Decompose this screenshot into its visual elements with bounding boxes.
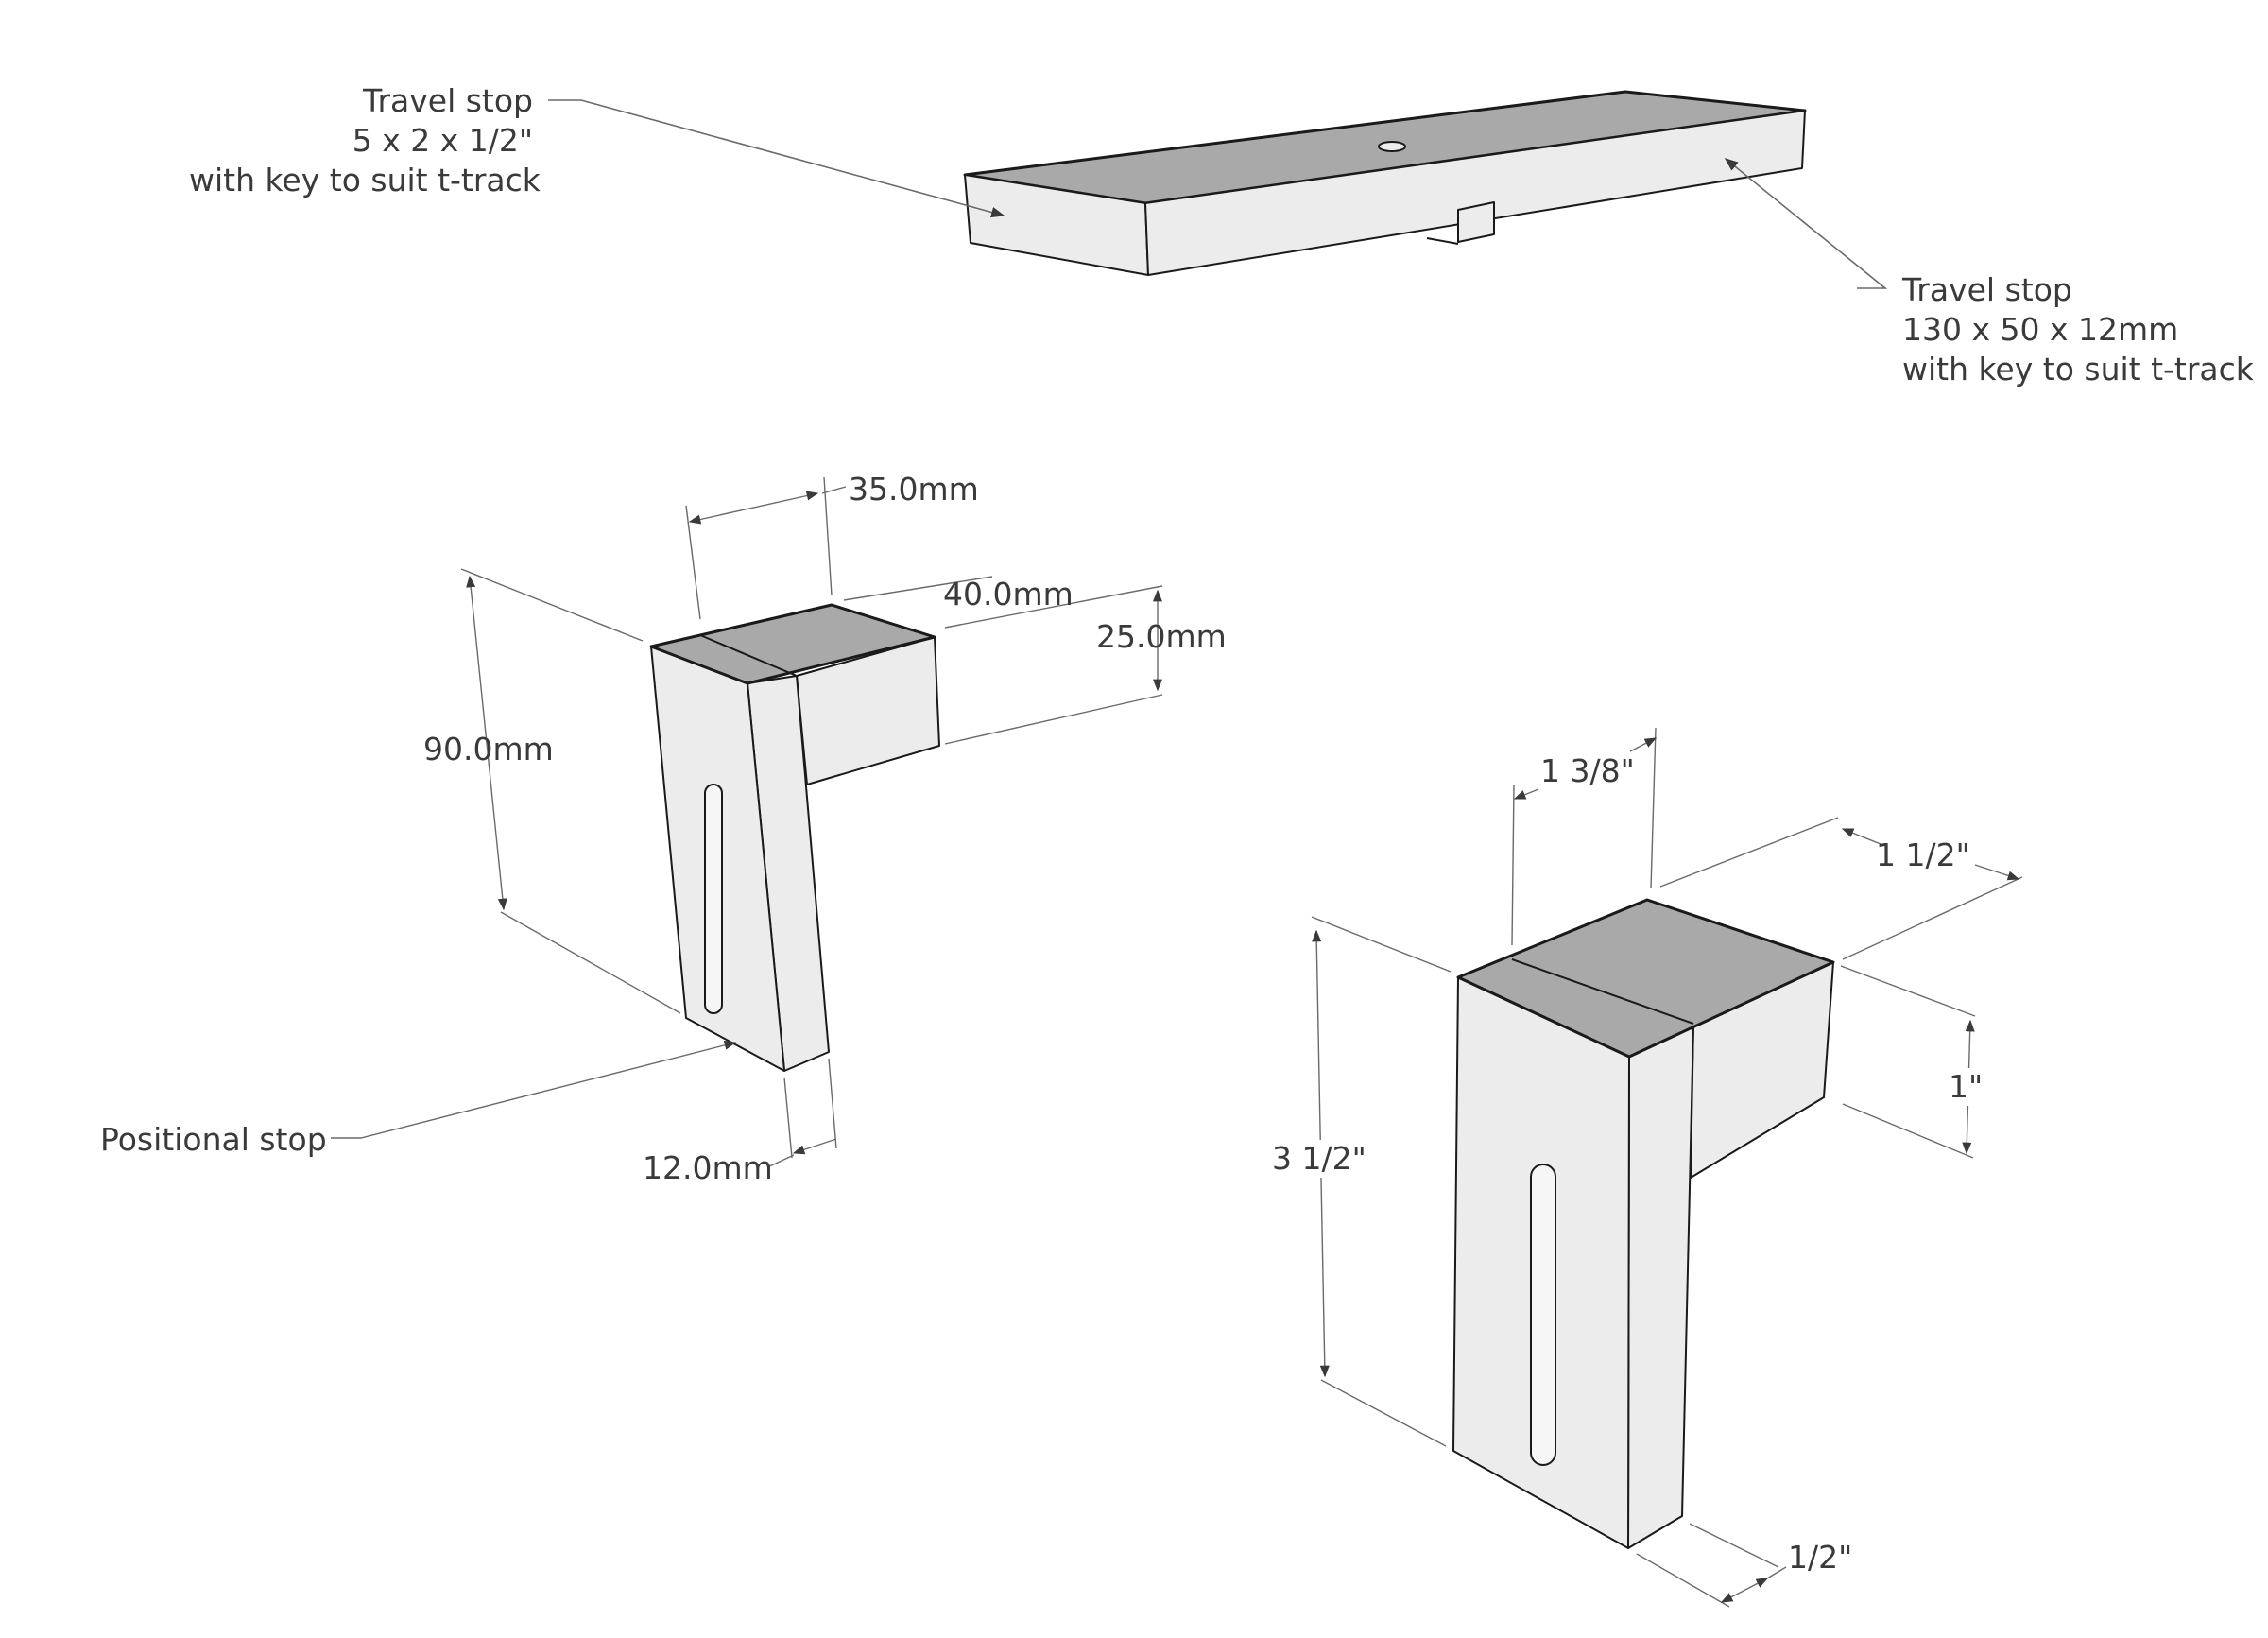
upright-side-face <box>1627 1023 1694 1549</box>
callout-travel-stop-imperial: Travel stop 5 x 2 x 1/2" with key to sui… <box>189 81 541 200</box>
dim-imperial-arm-height: 1" <box>1949 1068 1984 1106</box>
callout-title: Travel stop <box>1902 271 2072 308</box>
dim-imperial-height: 3 1/2" <box>1272 1140 1366 1178</box>
dim-metric-depth: 40.0mm <box>943 576 1074 612</box>
dim-imperial-depth: 1 1/2" <box>1876 836 1970 873</box>
callout-title: Positional stop <box>100 1121 327 1158</box>
travel-stop-side-face <box>1144 110 1806 276</box>
t-track-key <box>1457 201 1495 243</box>
callout-note: with key to suit t-track <box>1902 351 2254 388</box>
dim-metric-width: 35.0mm <box>849 471 979 508</box>
screw-hole <box>1378 141 1406 152</box>
travel-stop-leaders <box>548 99 1888 289</box>
top-face <box>649 603 936 685</box>
dim-metric-height: 90.0mm <box>423 731 554 767</box>
callout-size: 5 x 2 x 1/2" <box>352 122 533 159</box>
positional-stop-metric-model <box>649 603 940 1072</box>
dim-imperial-thickness: 1/2" <box>1788 1539 1853 1576</box>
metric-dimension-lines <box>331 476 1163 1168</box>
top-face <box>1456 898 1835 1059</box>
callout-size: 130 x 50 x 12mm <box>1902 311 2179 348</box>
dim-imperial-width: 1 3/8" <box>1540 752 1635 789</box>
callout-note: with key to suit t-track <box>189 162 541 198</box>
callout-title: Travel stop <box>363 82 533 119</box>
adjust-slot <box>704 784 723 1014</box>
travel-stop-model <box>963 90 1807 276</box>
positional-stop-imperial-model <box>1452 898 1835 1549</box>
dim-metric-thickness: 12.0mm <box>643 1149 773 1186</box>
callout-positional-stop: Positional stop <box>100 1120 327 1160</box>
dim-metric-arm-height: 25.0mm <box>1096 618 1227 655</box>
adjust-slot <box>1530 1164 1556 1466</box>
callout-travel-stop-metric: Travel stop 130 x 50 x 12mm with key to … <box>1902 270 2254 389</box>
